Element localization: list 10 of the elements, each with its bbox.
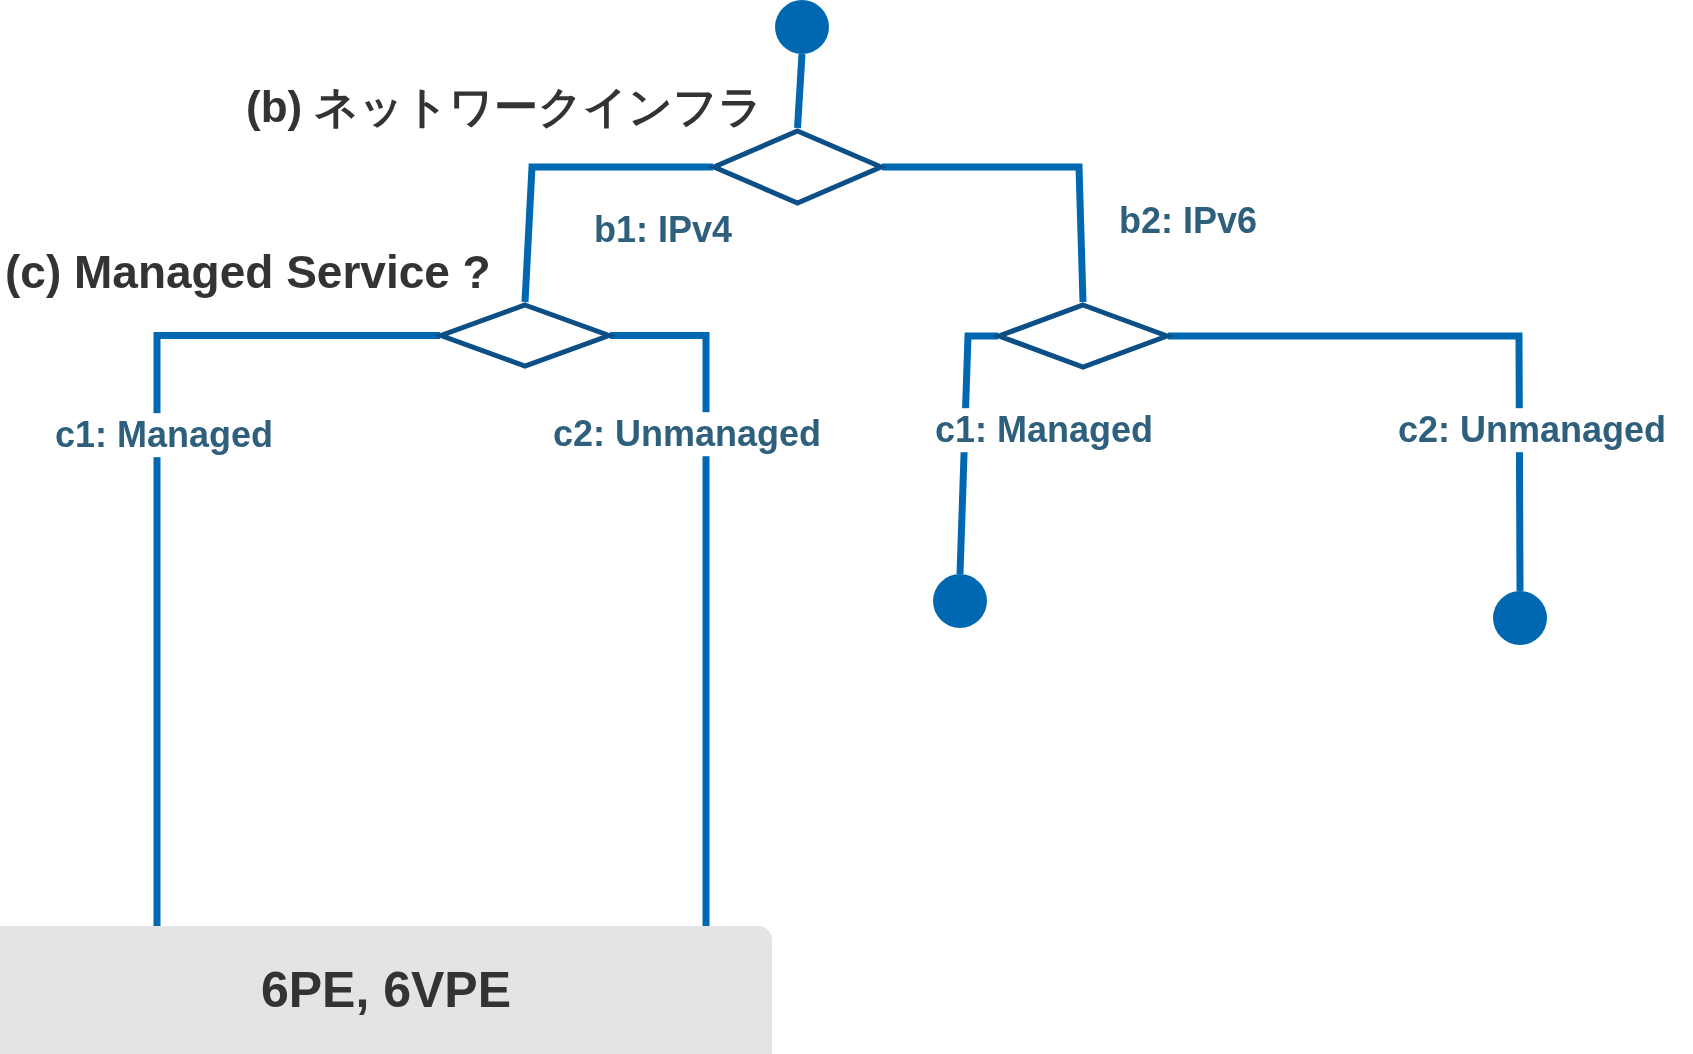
connector (882, 163, 1087, 303)
connector (153, 332, 440, 926)
connector (521, 163, 713, 303)
terminal-dot (1493, 591, 1547, 645)
connector (1168, 332, 1524, 591)
result-box: 6PE, 6VPE (0, 926, 772, 1054)
connector (610, 332, 710, 926)
terminal-dot (775, 0, 829, 54)
connector (794, 53, 806, 129)
terminal-dot (933, 574, 987, 628)
